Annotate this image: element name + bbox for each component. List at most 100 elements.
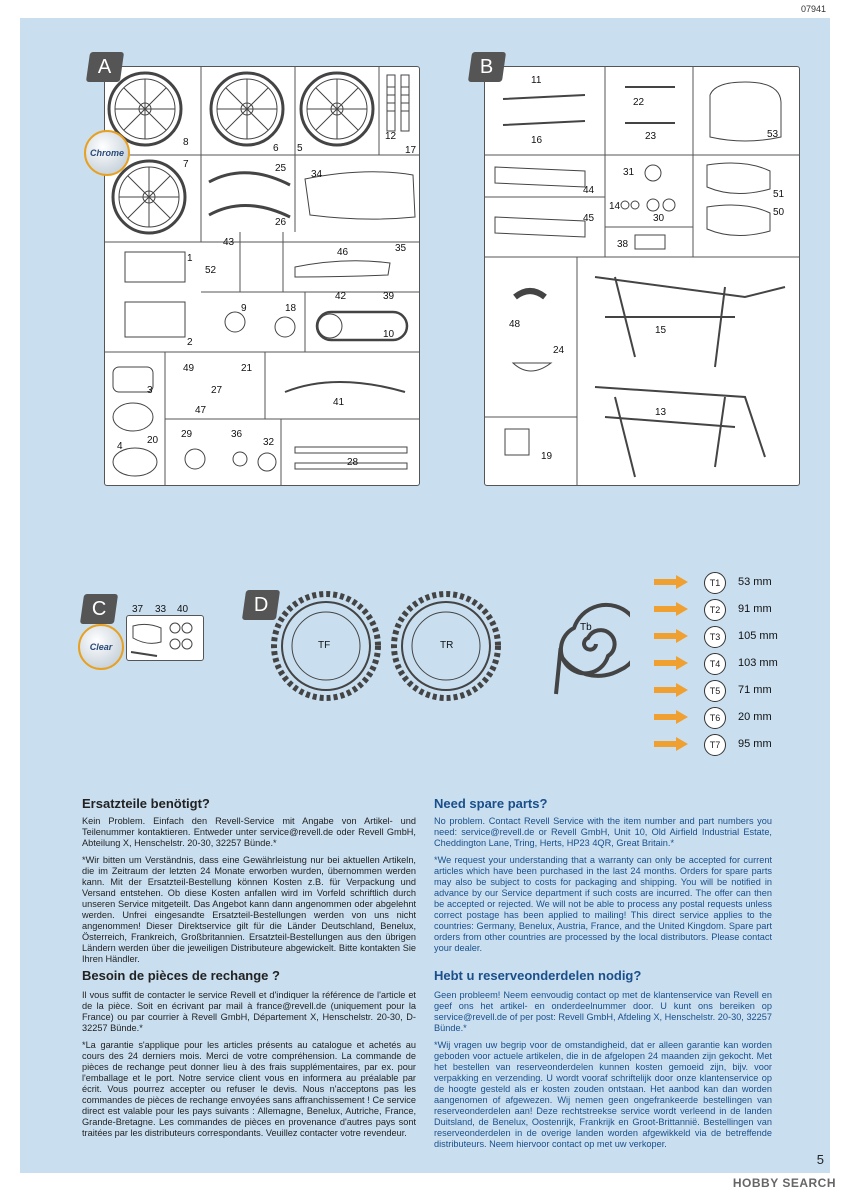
part-label: 36	[231, 429, 243, 440]
tube-length: 53 mm	[738, 576, 772, 588]
part-label: 13	[655, 407, 667, 418]
tube-id: T1	[704, 572, 726, 594]
tube-length: 91 mm	[738, 603, 772, 615]
part-label: 33	[155, 604, 167, 615]
tyre-rear-label: TR	[440, 640, 454, 651]
tube-length: 95 mm	[738, 738, 772, 750]
tube-label: Tb	[580, 622, 592, 633]
sprue-letter-c: C	[79, 594, 119, 624]
part-label: 35	[395, 243, 407, 254]
part-label: 40	[177, 604, 189, 615]
part-label: 24	[553, 345, 565, 356]
text-en: No problem. Contact Revell Service with …	[434, 816, 772, 960]
text-nl: Geen probleem! Neem eenvoudig contact op…	[434, 990, 772, 1156]
part-label: 15	[655, 325, 667, 336]
part-label: 23	[645, 131, 657, 142]
part-label: 11	[531, 75, 542, 86]
part-label: 28	[347, 457, 359, 468]
sprue-c-drawing	[130, 622, 193, 657]
part-label: 9	[241, 303, 247, 314]
tube-id: T5	[704, 680, 726, 702]
clear-badge: Clear	[78, 624, 124, 670]
heading-de: Ersatzteile benötigt?	[82, 796, 210, 811]
paragraph: *La garantie s'applique pour les article…	[82, 1040, 416, 1138]
part-label: 12	[385, 131, 397, 142]
tube-id: T4	[704, 653, 726, 675]
part-label: 27	[211, 385, 223, 396]
sprue-c-frame	[126, 615, 204, 661]
article-code: 07941	[800, 4, 826, 14]
part-label: 5	[297, 143, 303, 154]
paragraph: Kein Problem. Einfach den Revell-Service…	[82, 816, 416, 848]
tyre-front-label: TF	[318, 640, 331, 651]
part-label: 47	[195, 405, 207, 416]
part-label: 39	[383, 291, 395, 302]
part-label: 46	[337, 247, 349, 258]
part-label: 19	[541, 451, 553, 462]
sprue-letter-b: B	[467, 52, 507, 82]
part-label: 26	[275, 217, 287, 228]
tube-id: T7	[704, 734, 726, 756]
arrow-icon	[654, 629, 688, 643]
part-label: 41	[333, 397, 345, 408]
part-label: 51	[773, 189, 785, 200]
part-label: 49	[183, 363, 195, 374]
arrow-icon	[654, 683, 688, 697]
sprue-b-frame: 11 16 22 23 53 44 31 14 30 51 50 45 38 4…	[484, 66, 800, 486]
arrow-icon	[654, 656, 688, 670]
part-label: 32	[263, 437, 275, 448]
tube-length: 103 mm	[738, 657, 778, 669]
chrome-badge: Chrome	[84, 130, 130, 176]
part-label: 8	[183, 137, 189, 148]
tube-id: T3	[704, 626, 726, 648]
part-label: 2	[187, 337, 193, 348]
arrow-icon	[654, 737, 688, 751]
part-label: 6	[273, 143, 279, 154]
part-label: 50	[773, 207, 785, 218]
sprue-a-drawing	[105, 67, 419, 485]
tube-id: T2	[704, 599, 726, 621]
part-label: 37	[132, 604, 144, 615]
paragraph: *Wij vragen uw begrip voor de omstandigh…	[434, 1040, 772, 1149]
part-label: 30	[653, 213, 665, 224]
part-label: 31	[623, 167, 635, 178]
part-label: 42	[335, 291, 347, 302]
part-label: 10	[383, 329, 395, 340]
part-label: 34	[311, 169, 323, 180]
part-label: 7	[183, 159, 189, 170]
tube-id: T6	[704, 707, 726, 729]
tyres-drawing	[271, 591, 630, 701]
heading-fr: Besoin de pièces de rechange ?	[82, 968, 280, 983]
part-label: 43	[223, 237, 235, 248]
heading-en: Need spare parts?	[434, 796, 548, 811]
paragraph: Il vous suffit de contacter le service R…	[82, 990, 416, 1033]
text-de: Kein Problem. Einfach den Revell-Service…	[82, 816, 416, 971]
arrow-icon	[654, 602, 688, 616]
part-label: 3	[147, 385, 153, 396]
text-fr: Il vous suffit de contacter le service R…	[82, 990, 416, 1145]
part-label: 20	[147, 435, 159, 446]
part-label: 45	[583, 213, 595, 224]
paragraph: No problem. Contact Revell Service with …	[434, 816, 772, 848]
page-number: 5	[816, 1152, 824, 1167]
tube-length: 71 mm	[738, 684, 772, 696]
tube-length: 105 mm	[738, 630, 778, 642]
paragraph: *We request your understanding that a wa…	[434, 855, 772, 953]
part-label: 38	[617, 239, 629, 250]
paragraph: *Wir bitten um Verständnis, dass eine Ge…	[82, 855, 416, 964]
part-label: 29	[181, 429, 193, 440]
part-label: 18	[285, 303, 297, 314]
arrow-icon	[654, 710, 688, 724]
part-label: 14	[609, 201, 621, 212]
part-label: 52	[205, 265, 217, 276]
watermark: HOBBY SEARCH	[732, 1176, 836, 1190]
sprue-b-drawing	[485, 67, 799, 485]
part-label: 1	[187, 253, 193, 264]
arrow-icon	[654, 575, 688, 589]
tube-length: 20 mm	[738, 711, 772, 723]
part-label: 4	[117, 441, 123, 452]
heading-nl: Hebt u reserveonderdelen nodig?	[434, 968, 642, 983]
part-label: 25	[275, 163, 287, 174]
part-label: 48	[509, 319, 521, 330]
